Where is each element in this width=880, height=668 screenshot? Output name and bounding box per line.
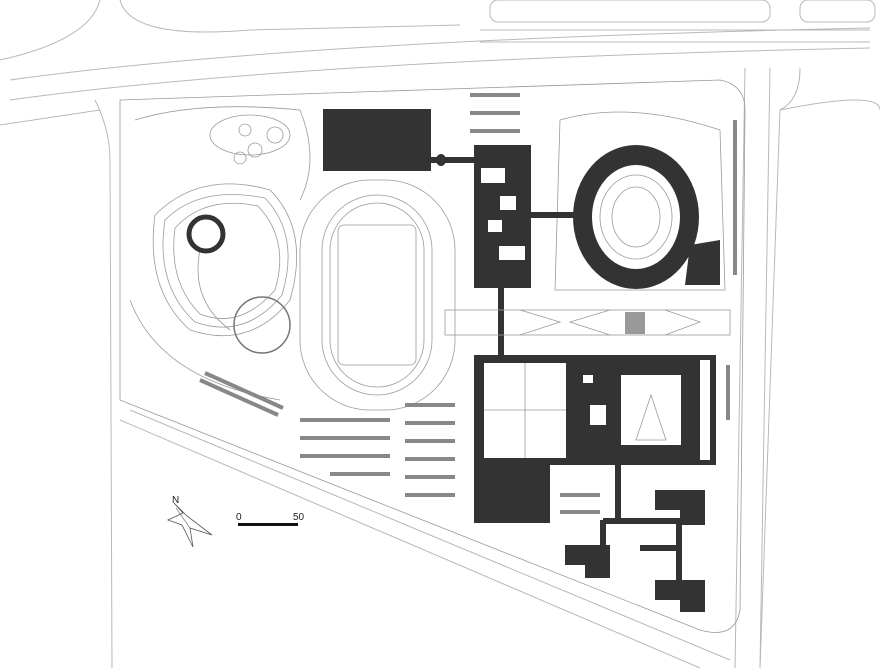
north-label: N [172,495,179,506]
buildings [323,109,716,612]
tower-ring [186,214,226,254]
plaza [444,309,731,336]
scale-start-label: 0 [236,512,242,523]
north-arrow: N [166,495,213,548]
scale-end-label: 50 [293,512,305,523]
landscape-contours [129,106,311,401]
site-boundary [119,79,746,633]
scale-bar: 0 50 [236,512,305,526]
stadium [554,111,726,291]
parking-rows [199,93,737,514]
running-track [299,179,456,411]
